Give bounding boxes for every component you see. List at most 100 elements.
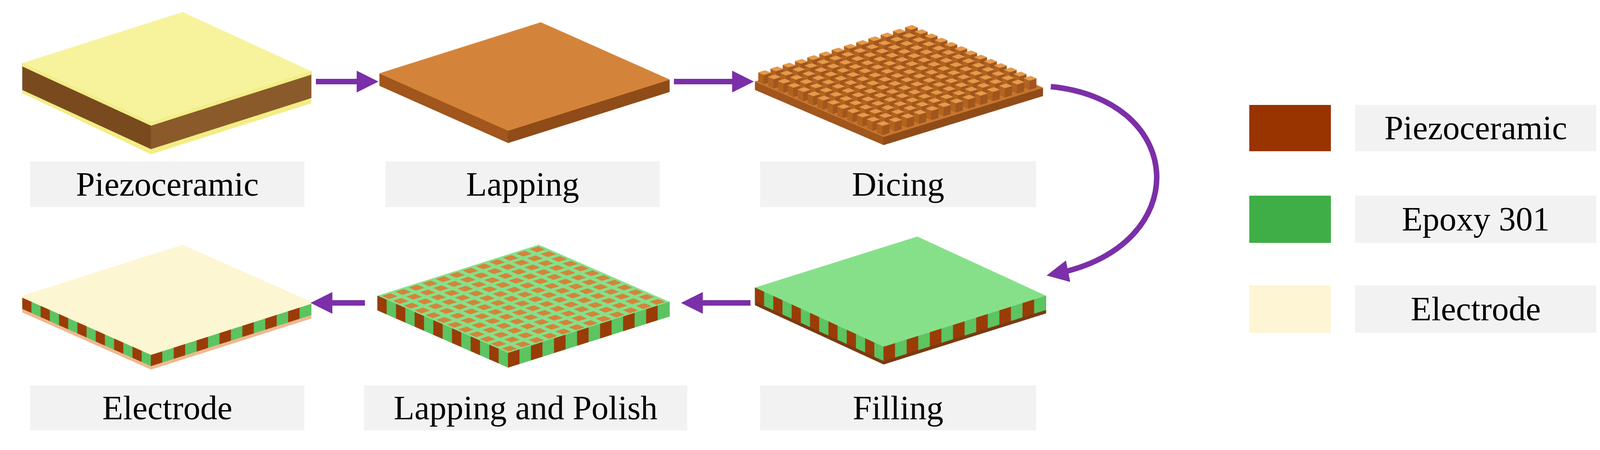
diced-plate [755,25,1043,145]
legend-label: Epoxy 301 [1355,195,1597,243]
illustration-shape [844,44,857,49]
illustration-shape [798,87,811,93]
filled-composite [755,237,1046,365]
illustration-shape [994,63,1007,68]
illustration-shape [908,89,922,95]
illustration-shape [947,70,960,76]
illustration-shape [534,319,549,326]
illustration-shape [881,105,894,111]
illustration-shape [788,82,801,88]
illustration-shape [150,71,311,126]
flow-arrow [690,300,751,306]
illustration-shape [820,88,833,93]
illustration-shape [450,313,465,319]
illustration-shape [592,284,608,290]
illustration-shape [883,88,1043,146]
illustration-shape [901,113,915,119]
illustration-shape [650,299,665,305]
illustration-shape [377,244,670,354]
illustration-shape [512,309,528,316]
illustration-shape [950,98,963,104]
electroded-composite [22,244,312,370]
illustration-shape [482,286,497,293]
illustration-shape [573,265,589,272]
illustration-shape [582,320,598,326]
illustration-shape [895,57,909,62]
illustration-shape [915,102,929,107]
illustration-shape [628,289,643,296]
illustration-shape [856,40,869,45]
illustration-shape [606,280,622,286]
illustration-shape [861,96,875,102]
illustration-shape [888,81,902,86]
illustration-shape [639,294,654,300]
illustration-shape [854,84,867,90]
illustration-shape [460,276,475,283]
lapped-plate [379,22,670,144]
step-label: Lapping and Polish [364,385,688,431]
illustration-shape [874,93,887,98]
illustration-shape [396,304,406,323]
illustration-shape [984,59,997,64]
illustration-shape [524,264,540,271]
illustration-shape [955,82,968,88]
step-label: Lapping [385,161,660,208]
illustration-shape [525,305,541,312]
illustration-shape [832,84,845,89]
illustration-shape [471,281,486,288]
illustration-shape [834,76,848,81]
illustration-shape [770,66,784,72]
illustration-shape [952,54,966,60]
illustration-shape [918,93,932,99]
illustration-shape [496,323,512,329]
illustration-shape [523,314,538,320]
illustration-shape [893,65,906,70]
illustration-shape [898,85,911,91]
step-label: Piezoceramic [30,161,305,208]
illustration-shape [891,109,905,115]
illustration-shape [493,291,508,298]
illustration-shape [930,90,944,95]
illustration-shape [393,298,409,304]
illustration-shape [930,54,943,59]
illustration-shape [982,67,995,72]
illustration-shape [22,12,312,123]
polished-composite [377,244,670,368]
illustration-shape [854,48,867,53]
illustration-shape [851,56,865,61]
illustration-shape [646,305,658,324]
illustration-shape [529,337,544,343]
illustration-shape [777,78,791,84]
illustration-shape [571,315,587,322]
illustration-shape [904,105,917,111]
illustration-shape [903,33,916,39]
illustration-shape [430,294,446,301]
illustration-shape [790,75,803,80]
illustration-shape [520,323,536,330]
illustration-shape [587,302,603,309]
illustration-shape [461,317,476,324]
illustration-shape [634,309,647,328]
illustration-shape [817,95,831,101]
illustration-shape [800,79,813,84]
step-label: Dicing [760,161,1037,208]
legend-label: Piezoceramic [1355,104,1597,152]
illustration-shape [498,349,508,368]
illustration-shape [967,78,980,84]
illustration-shape [891,73,904,78]
illustration-shape [530,246,546,253]
illustration-shape [883,60,897,66]
illustration-shape [565,331,578,350]
illustration-shape [503,296,519,302]
illustration-shape [518,332,533,339]
illustration-shape [544,283,559,289]
illustration-shape [1004,67,1017,73]
illustration-shape [458,326,474,333]
illustration-shape [539,301,554,307]
illustration-shape [489,345,499,364]
illustration-shape [522,273,538,280]
illustration-shape [452,328,462,348]
illustration-shape [560,270,575,276]
illustration-shape [547,315,563,321]
illustration-shape [150,315,311,370]
